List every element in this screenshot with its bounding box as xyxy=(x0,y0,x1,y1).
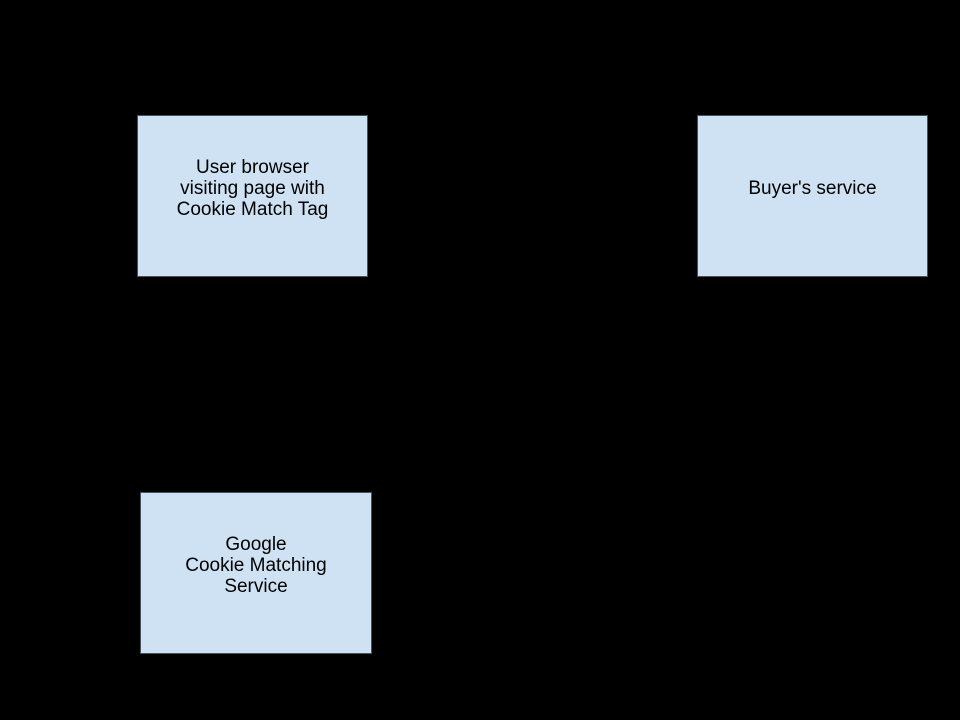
node-user-browser-line-1: User browser xyxy=(196,156,309,178)
node-user-browser-line-3: Cookie Match Tag xyxy=(176,198,329,220)
node-buyers-service-line-1: Buyer's service xyxy=(748,177,877,199)
node-user-browser: User browser visiting page with Cookie M… xyxy=(137,115,368,277)
node-google-cms-line-2: Cookie Matching xyxy=(185,554,327,576)
node-google-cookie-matching-service: Google Cookie Matching Service xyxy=(140,492,372,654)
node-google-cms-line-1: Google xyxy=(225,533,287,555)
node-google-cms-line-3: Service xyxy=(224,575,288,597)
node-user-browser-line-2: visiting page with xyxy=(180,177,325,199)
node-buyers-service: Buyer's service xyxy=(697,115,928,277)
